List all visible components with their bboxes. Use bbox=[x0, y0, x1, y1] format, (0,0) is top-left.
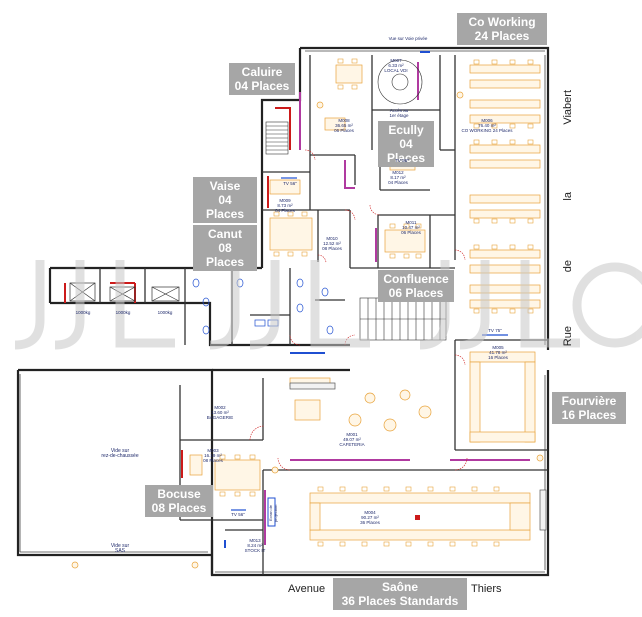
street-thiers: Thiers bbox=[471, 583, 502, 595]
elevator-capacity-2: 1000kg bbox=[115, 310, 131, 315]
room-m001: M001 49.07 m² CAFETERIA bbox=[339, 432, 365, 447]
plant-icon bbox=[71, 91, 544, 569]
toilet-icon bbox=[192, 278, 334, 335]
tv-label-2: TV 56" bbox=[395, 158, 409, 163]
elevator-icon bbox=[69, 282, 180, 302]
canut-label: Canut 08 Places bbox=[193, 225, 257, 271]
note-acces-etage: Accès au 1er étage bbox=[389, 108, 409, 118]
vaise-label: Vaise 04 Places bbox=[193, 177, 257, 223]
street-de: de bbox=[562, 260, 574, 273]
tv-label-3: TV 75" bbox=[488, 328, 502, 333]
room-m008: M008 36.65 m² 06 Places bbox=[334, 118, 354, 133]
elevator-capacity-3: 1000kg bbox=[157, 310, 173, 315]
meeting-chairs bbox=[219, 58, 500, 547]
room-m004: M004 90.27 m² 36 Places bbox=[360, 510, 380, 525]
room-m005: M005 41.78 m² 16 Places bbox=[488, 345, 508, 360]
saone-label: Saône 36 Places Standards bbox=[333, 578, 467, 610]
ecully-label: Ecully 04 Places bbox=[378, 121, 434, 167]
coworking-desks bbox=[469, 64, 541, 309]
room-m013: M013 8.24 m² STOCK IT bbox=[244, 538, 266, 553]
note-vue-voie-privee: Vue sur Voie privée bbox=[388, 36, 428, 41]
room-m003: M003 16.19 m² 08 Places bbox=[203, 448, 223, 463]
room-m002: M002 13.60 m² BAGAGERIE bbox=[206, 405, 234, 420]
street-la: la bbox=[562, 192, 574, 201]
coworking-chairs bbox=[473, 59, 534, 314]
coworking-label: Co Working 24 Places bbox=[457, 13, 547, 45]
room-m006: M006 76.40 m² CO WORKING 24 Places bbox=[461, 118, 513, 133]
bocuse-label: Bocuse 08 Places bbox=[145, 485, 213, 517]
red-accent-marker bbox=[267, 497, 420, 527]
fourviere-label: Fourvière 16 Places bbox=[552, 392, 626, 424]
kitchen-counter bbox=[289, 382, 547, 531]
room-m007: M007 6.33 m² LOCAL VDI bbox=[384, 58, 408, 73]
room-m011: M011 10.47 m² 06 Places bbox=[401, 220, 421, 235]
street-avenue: Avenue bbox=[288, 583, 326, 595]
meeting-tables bbox=[189, 64, 536, 541]
confluence-label: Confluence 06 Places bbox=[378, 270, 454, 302]
caluire-label: Caluire 04 Places bbox=[229, 63, 295, 95]
note-vide-sas: Vide sur SAS bbox=[110, 543, 130, 554]
room-m012: M012 8.17 m² 04 Places bbox=[388, 170, 408, 185]
street-viabert: Viabert bbox=[562, 90, 574, 125]
room-m009: M009 8.73 m² 04 Places bbox=[275, 198, 295, 213]
room-m010: M010 12.52 m² 08 Places bbox=[322, 236, 342, 251]
street-rue: Rue bbox=[562, 326, 574, 347]
accent-walls bbox=[64, 51, 530, 548]
projection-screen-label: Ecran de projection bbox=[268, 504, 278, 522]
tv-label-4: TV 56" bbox=[231, 512, 245, 517]
tv-label-1: TV 56" bbox=[283, 181, 297, 186]
note-vide-rdc: Vide sur rez-de-chaussée bbox=[101, 448, 139, 459]
elevator-capacity-1: 1000kg bbox=[75, 310, 91, 315]
